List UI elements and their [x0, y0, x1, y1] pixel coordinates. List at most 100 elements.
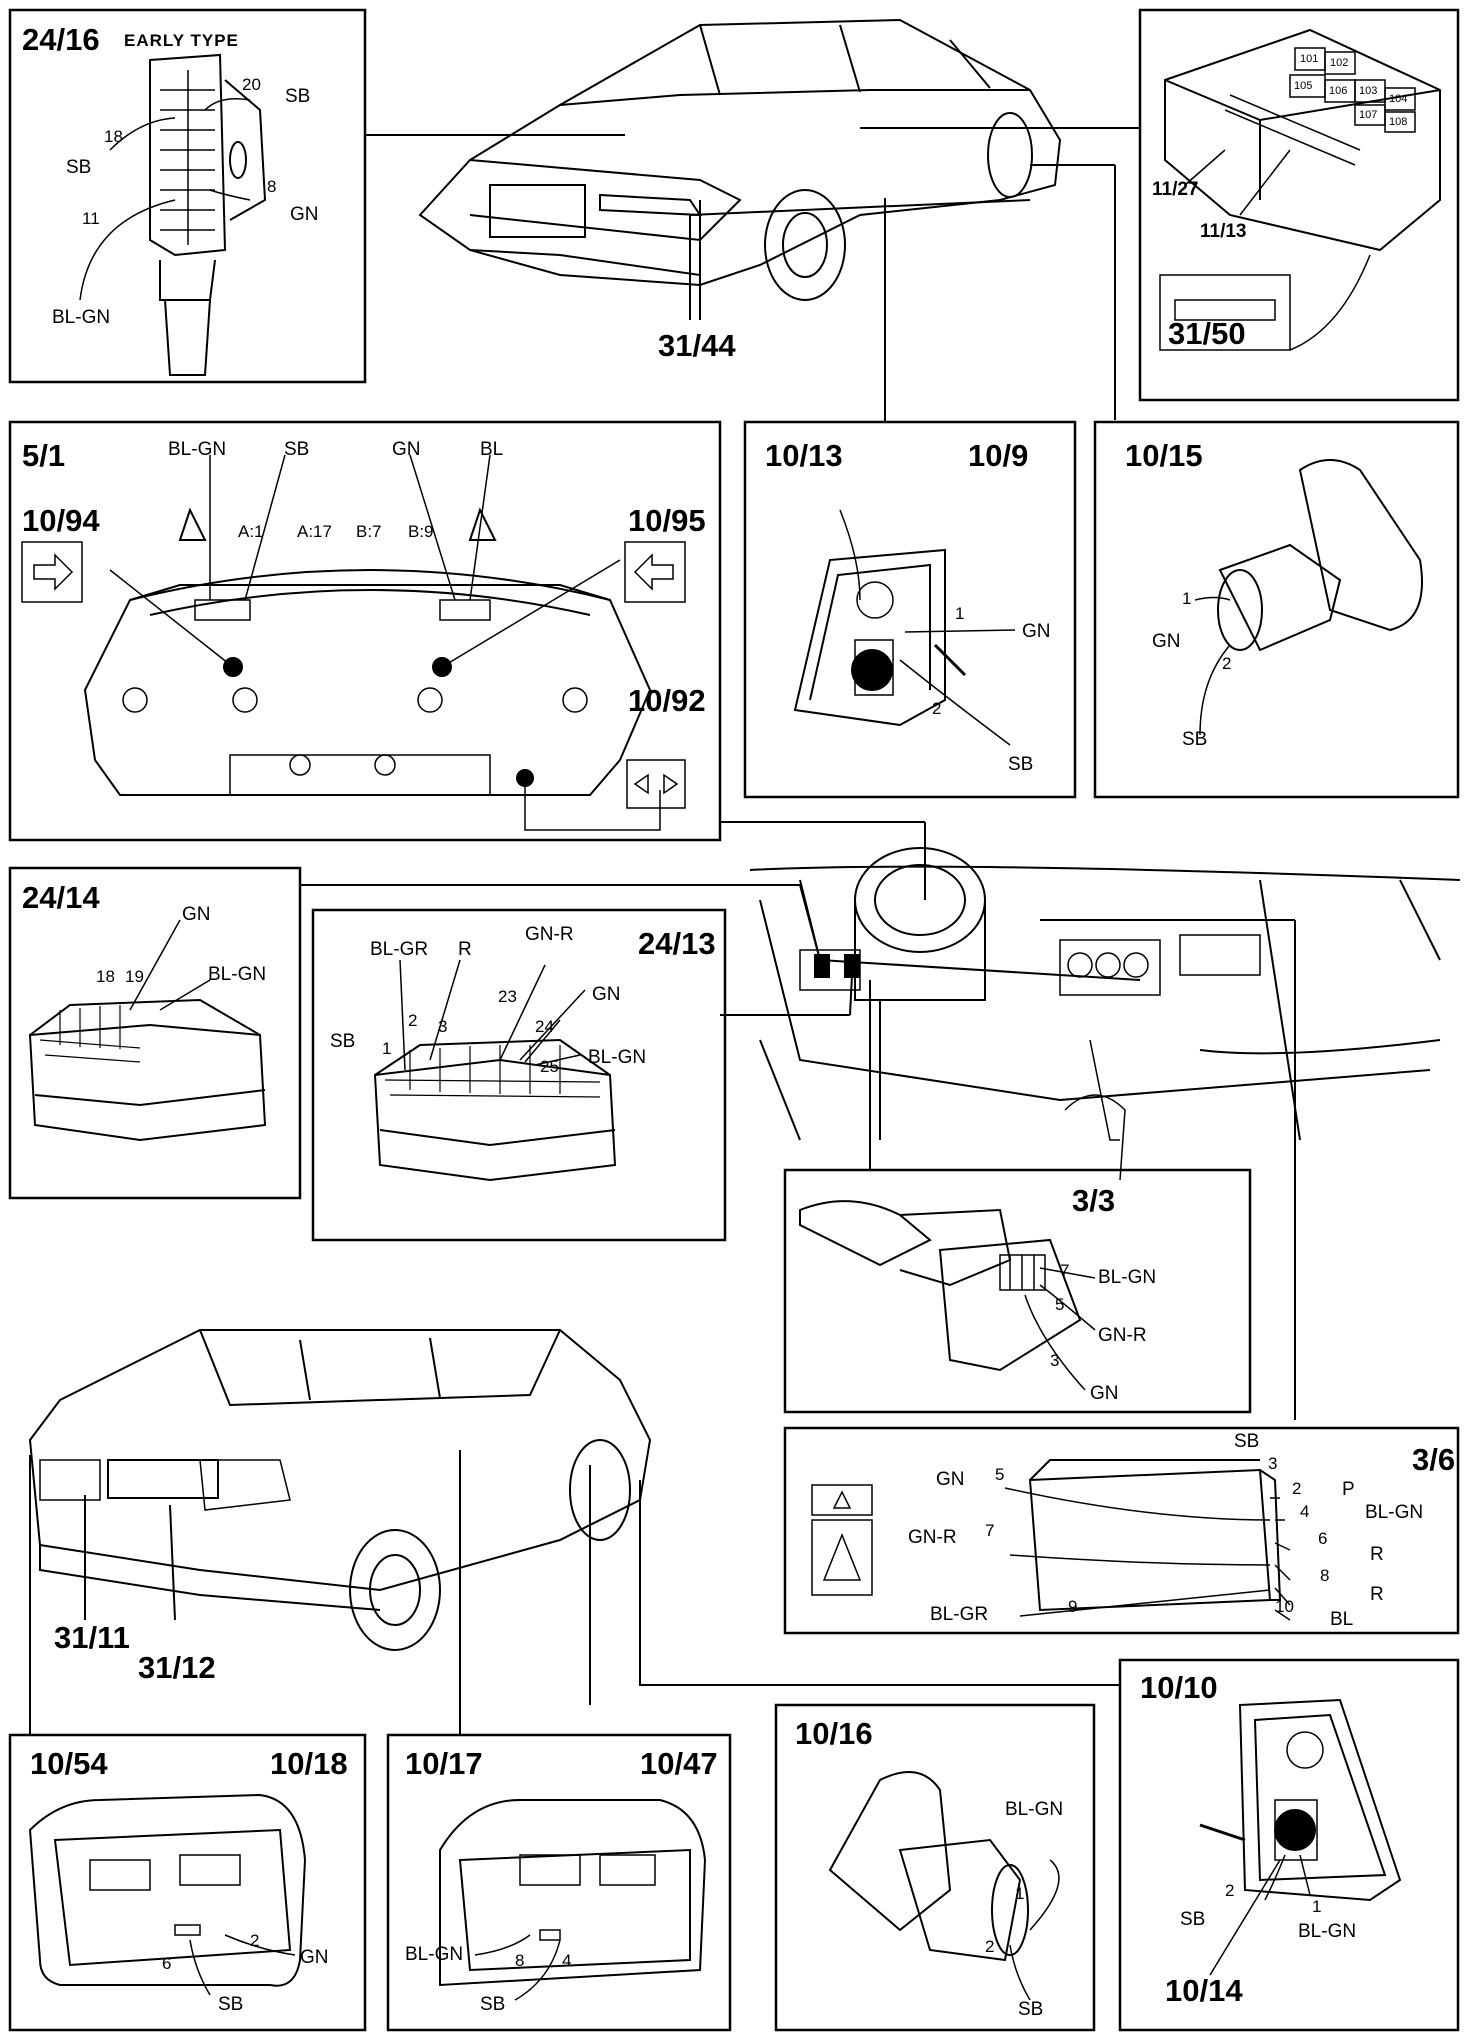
panel-24-16 [8, 8, 625, 384]
pin-label: 9 [1068, 1597, 1078, 1616]
pin-label: 6 [1318, 1529, 1328, 1548]
wire-label: GN [1022, 621, 1051, 642]
wire-label: GN [300, 1947, 329, 1968]
wire-label: BL-GN [1005, 1799, 1064, 1820]
wire-label: BL-GN [52, 307, 111, 328]
panel-10-10 [1118, 1658, 1460, 2032]
fuse-label: 106 [1329, 85, 1348, 97]
panel-title-10-10: 10/10 [1140, 1670, 1218, 1705]
wire-label: SB [480, 1994, 506, 2015]
pin-label: 4 [562, 1951, 572, 1970]
wire-label: SB [1180, 1909, 1206, 1930]
pin-label: 18 [96, 967, 115, 986]
panel-title-3-3: 3/3 [1072, 1183, 1116, 1218]
wire-label: SB [285, 86, 311, 107]
pin-label: 2 [985, 1937, 995, 1956]
panel-title-10-14: 10/14 [1165, 1973, 1243, 2008]
dashboard-illustration [300, 847, 1461, 1420]
wire-label: BL-GN [1098, 1267, 1157, 1288]
panel-title-10-18: 10/18 [270, 1746, 348, 1781]
panel-title-10-17: 10/17 [405, 1746, 483, 1781]
panel-10-16 [774, 1703, 1096, 2032]
wire-label: BL-GN [208, 964, 267, 985]
wire-label: SB [330, 1031, 356, 1052]
panel-title-24-13: 24/13 [638, 926, 716, 961]
wire-label: GN [936, 1469, 965, 1490]
wire-label: GN [592, 984, 621, 1005]
panel-5-1 [8, 420, 926, 900]
pin-label: 5 [1055, 1295, 1065, 1314]
rear-leader-lines [29, 1450, 1120, 1735]
fuse-label: 102 [1330, 57, 1349, 69]
pin-label: B:7 [356, 522, 382, 541]
pin-label: 3 [438, 1017, 448, 1036]
wire-label: SB [1182, 729, 1208, 750]
wire-label: SB [1008, 754, 1034, 775]
panel-title-10-13: 10/13 [765, 438, 843, 473]
wire-label: BL-GR [370, 939, 429, 960]
pin-label: 1 [1015, 1884, 1025, 1903]
wire-label: SB [218, 1994, 244, 2015]
pin-label: B:9 [408, 522, 434, 541]
pin-label: 1 [1312, 1897, 1322, 1916]
pin-label: 2 [408, 1011, 418, 1030]
pin-label: A:1 [238, 522, 264, 541]
pin-label: 25 [540, 1057, 559, 1076]
wire-label: R [458, 939, 472, 960]
wire-label: P [1342, 1479, 1355, 1500]
panel-10-13 [743, 398, 1077, 799]
pin-label: 8 [515, 1951, 525, 1970]
wire-label: SB [1234, 1431, 1260, 1452]
panel-title-10-47: 10/47 [640, 1746, 718, 1781]
pin-label: 10 [1275, 1597, 1294, 1616]
front-leader-lines [689, 164, 1116, 420]
pin-label: 2 [1222, 654, 1232, 673]
pin-label: 4 [1300, 1502, 1310, 1521]
wire-label: GN [1090, 1383, 1119, 1404]
panel-3-6 [783, 1426, 1460, 1635]
panel-title-3-6: 3/6 [1412, 1442, 1456, 1477]
panel-10-15 [1093, 420, 1460, 799]
pin-label: 2 [1225, 1881, 1235, 1900]
wire-label: GN-R [1098, 1325, 1147, 1346]
pin-label: 5 [995, 1465, 1005, 1484]
pin-label: 20 [242, 75, 261, 94]
panel-3-3 [783, 1168, 1252, 1414]
pin-label: 6 [162, 1954, 172, 1973]
fuse-label: 104 [1389, 93, 1408, 105]
fuse-label: 101 [1300, 53, 1319, 65]
wire-label: SB [66, 157, 92, 178]
pin-label: 1 [382, 1039, 392, 1058]
ref-10-94: 10/94 [22, 503, 100, 538]
pin-label: 11 [82, 209, 100, 228]
wire-label: SB [1018, 1999, 1044, 2020]
ref-11-13: 11/13 [1200, 221, 1247, 242]
ref-11-27: 11/27 [1152, 179, 1199, 200]
wire-label: BL-GN [168, 439, 227, 460]
panel-title-10-54: 10/54 [30, 1746, 108, 1781]
panel-title-24-14: 24/14 [22, 880, 100, 915]
wire-label: R [1370, 1544, 1384, 1565]
ref-10-95: 10/95 [628, 503, 706, 538]
wire-label: GN [392, 439, 421, 460]
panel-title-10-15: 10/15 [1125, 438, 1203, 473]
pin-label: 1 [955, 604, 965, 623]
pin-label: 18 [104, 127, 123, 146]
pin-label: 8 [1320, 1566, 1330, 1585]
wire-label: BL-GN [405, 1944, 464, 1965]
panel-title-10-9: 10/9 [968, 438, 1029, 473]
wire-label: GN-R [525, 924, 574, 945]
pin-label: 7 [985, 1521, 995, 1540]
wire-label: BL [480, 439, 504, 460]
wire-label: BL-GN [1298, 1921, 1357, 1942]
callout-31-11: 31/11 [54, 1620, 130, 1655]
rear-car-illustration [28, 1329, 652, 1651]
pin-label: 2 [250, 1931, 260, 1950]
pin-label: A:17 [297, 522, 332, 541]
panel-24-13 [311, 908, 727, 1242]
wire-label: SB [284, 439, 310, 460]
front-car-illustration [418, 18, 1062, 301]
wire-label: BL-GN [588, 1047, 647, 1068]
